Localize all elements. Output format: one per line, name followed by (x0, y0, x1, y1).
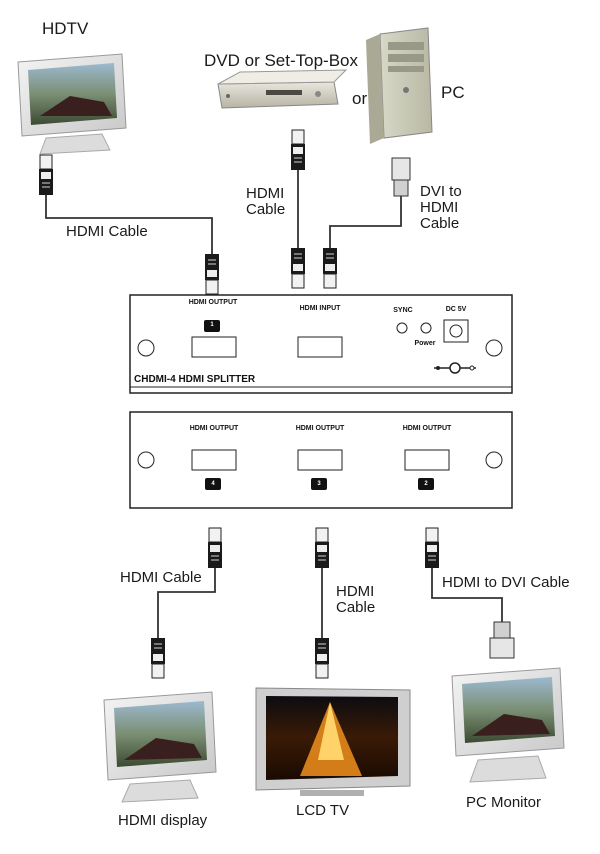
back-output-number-3: 3 (317, 481, 321, 487)
splitter-back-panel (129, 411, 513, 509)
lcd-tv-cable (314, 527, 330, 679)
hdmi-cable-label-top-mid: HDMI Cable (246, 185, 286, 218)
hdtv-cable (38, 154, 220, 295)
or-label: or (352, 89, 368, 108)
hdmi-cable-label-bottom-mid: HDMI Cable (336, 583, 376, 616)
dvi-to-hdmi-cable (322, 157, 411, 289)
splitter-title: CHDMI-4 HDMI SPLITTER (134, 374, 256, 385)
front-output-label: HDMI OUTPUT (188, 299, 238, 306)
hdmi-cable-label-top-left: HDMI Cable (66, 223, 148, 240)
pc-monitor-label: PC Monitor (466, 794, 542, 811)
dvd-label: DVD or Set-Top-Box (204, 51, 358, 70)
back-output-label-4: HDMI OUTPUT (189, 425, 239, 432)
pc-monitor-cable (424, 527, 515, 659)
pc-monitor (451, 667, 565, 783)
dvd-cable (290, 129, 306, 289)
hdmi-display-cable (150, 527, 223, 679)
hdmi-to-dvi-cable-label: HDMI to DVI Cable (442, 574, 570, 591)
hdmi-display-monitor (103, 691, 217, 803)
sync-label: SYNC (393, 307, 413, 314)
hdmi-cable-label-bottom-left: HDMI Cable (120, 569, 202, 586)
hdmi-display-label: HDMI display (118, 812, 208, 829)
back-output-label-2: HDMI OUTPUT (402, 425, 452, 432)
lcd-tv (255, 687, 411, 796)
hdtv-monitor (17, 53, 127, 155)
back-output-label-3: HDMI OUTPUT (295, 425, 345, 432)
pc-label: PC (441, 83, 465, 102)
dc-5v-label: DC 5V (445, 306, 467, 313)
front-output-number: 1 (210, 322, 214, 328)
hdtv-label: HDTV (42, 19, 89, 38)
splitter-front-panel (129, 294, 513, 394)
pc-tower (366, 27, 433, 144)
back-output-number-2: 2 (424, 481, 428, 487)
back-output-number-4: 4 (211, 481, 215, 487)
dvd-player (217, 69, 348, 109)
power-label: Power (414, 340, 436, 347)
lcd-tv-label: LCD TV (296, 802, 350, 819)
dvi-to-hdmi-cable-label: DVI to HDMI Cable (420, 183, 462, 232)
front-input-label: HDMI INPUT (299, 305, 341, 312)
